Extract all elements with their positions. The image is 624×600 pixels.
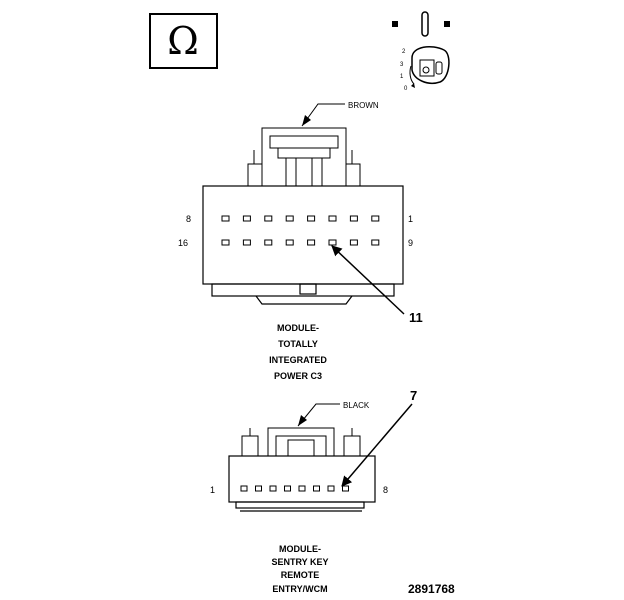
pin-cavity — [328, 239, 337, 246]
pin-cavity — [307, 215, 316, 222]
ignition-key-icon — [409, 45, 450, 88]
pin-cavity — [221, 215, 230, 222]
connector-c3: BROWN 8 1 16 9 11 — [178, 101, 423, 381]
pin-number-1: 1 — [408, 214, 413, 224]
pin-number-16: 16 — [178, 238, 188, 248]
pin-cavity — [307, 239, 316, 246]
pin-cavity — [371, 239, 380, 246]
key-pos-0: 0 — [404, 86, 408, 92]
pin-cavity — [349, 215, 358, 222]
pin-number-1: 1 — [210, 485, 215, 495]
pin-cavity — [327, 485, 335, 492]
figure-number: 2891768 — [408, 582, 455, 596]
wire-color-label: BROWN — [348, 101, 379, 110]
connector-wcm: BLACK 1 8 7 MODULE- SENTRY KEY REMOTE EN… — [210, 388, 417, 594]
wire-color-label: BLACK — [343, 401, 370, 410]
key-pos-3: 3 — [400, 62, 404, 68]
pin-cavity — [328, 215, 337, 222]
pin-number-8: 8 — [186, 214, 191, 224]
pin-cavity — [298, 485, 306, 492]
ohm-icon: Ω — [167, 19, 199, 63]
pin-cavity — [349, 239, 358, 246]
pin-cavity — [242, 215, 251, 222]
callout-number: 7 — [410, 388, 417, 403]
callout-arrow — [331, 245, 405, 315]
pin-cavity — [285, 215, 294, 222]
caption-line: REMOTE — [281, 570, 320, 580]
connector-latch — [241, 427, 361, 457]
pin-cavity — [371, 215, 380, 222]
key-pos-2: 2 — [402, 49, 406, 55]
pin-cavity — [269, 485, 277, 492]
caption-line: TOTALLY — [278, 339, 318, 349]
pin-cavity — [221, 239, 230, 246]
caption-line: MODULE- — [279, 544, 321, 554]
caption-line: INTEGRATED — [269, 355, 327, 365]
pin-cavity — [285, 239, 294, 246]
pin-cavity — [264, 239, 273, 246]
caption-line: POWER C3 — [274, 371, 322, 381]
connector-latch — [247, 127, 361, 187]
caption-line: MODULE- — [277, 323, 319, 333]
pin-cavities — [221, 215, 380, 246]
pin-cavity — [313, 485, 320, 492]
pin-cavities — [240, 485, 349, 492]
connector-body — [202, 185, 404, 305]
pin-cavity — [240, 485, 248, 492]
pin-cavity — [255, 485, 262, 492]
key-pos-1: 1 — [400, 74, 404, 80]
ohmmeter-symbol: Ω — [149, 13, 218, 69]
pin-number-8: 8 — [383, 485, 388, 495]
pin-cavity — [264, 215, 273, 222]
pin-cavity — [284, 485, 291, 492]
ignition-key-symbol: 2 3 1 0 — [392, 11, 450, 92]
pin-cavity — [342, 485, 349, 492]
caption-line: ENTRY/WCM — [272, 584, 327, 594]
pin-cavity — [242, 239, 251, 246]
wire-leader — [297, 403, 340, 427]
wire-leader — [301, 103, 345, 127]
connector-body — [228, 455, 376, 512]
caption-line: SENTRY KEY — [271, 557, 328, 567]
callout-number: 11 — [409, 310, 423, 325]
pin-number-9: 9 — [408, 238, 413, 248]
callout-arrow — [341, 403, 413, 487]
